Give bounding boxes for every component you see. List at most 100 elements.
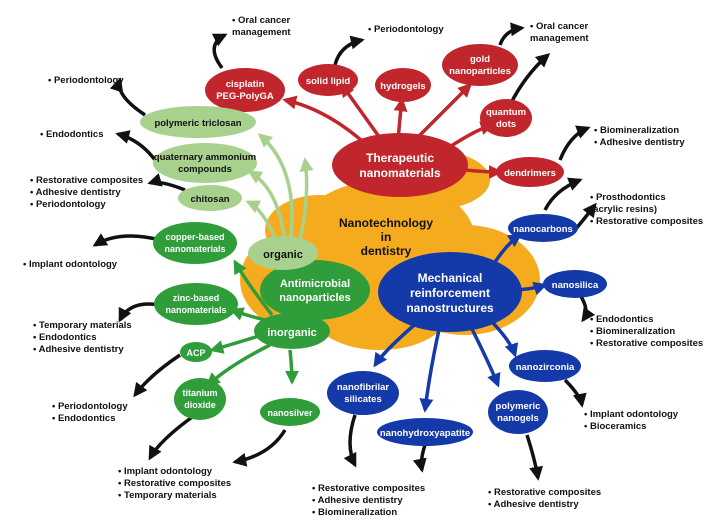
center-title-line-3: dentistry xyxy=(361,244,412,258)
node-acp: ACP xyxy=(180,342,212,362)
app-copper: • Implant odontology xyxy=(23,259,118,270)
node-zinc-based: zinc-based nanomaterials xyxy=(154,283,238,325)
node-nanozirconia: nanozirconia xyxy=(509,350,581,382)
app-cisplatin-line-1: • Oral cancer xyxy=(232,15,291,26)
node-nanohydroxyapatite: nanohydroxyapatite xyxy=(377,418,473,446)
app-nanozirconia-line-1: • Implant odontology xyxy=(584,409,679,420)
node-nanocarbons-label: nanocarbons xyxy=(513,224,573,235)
app-nanosilica-line-2: • Biomineralization xyxy=(590,326,675,337)
node-titanium-line-2: dioxide xyxy=(184,400,216,410)
node-acp-label: ACP xyxy=(186,348,205,358)
node-polymeric-nanogels: polymeric nanogels xyxy=(488,390,548,434)
node-quantum-dots-line-2: dots xyxy=(496,119,516,130)
node-nanohydroxyapatite-label: nanohydroxyapatite xyxy=(380,428,470,439)
hub-antimicrobial-line-1: Antimicrobial xyxy=(280,278,350,290)
app-nanofibrilar-line-3: • Biomineralization xyxy=(312,507,397,518)
node-quaternary-line-2: compounds xyxy=(178,164,232,175)
node-polymeric-triclosan-label: polymeric triclosan xyxy=(154,118,241,129)
app-titanium: • Implant odontology • Restorative compo… xyxy=(118,466,231,501)
app-polymeric-nanogels: • Restorative composites • Adhesive dent… xyxy=(488,487,601,510)
app-cisplatin-line-2: management xyxy=(232,27,291,38)
app-titanium-line-3: • Temporary materials xyxy=(118,490,217,501)
app-zinc-line-1: • Temporary materials xyxy=(33,320,132,331)
node-chitosan-label: chitosan xyxy=(190,194,229,205)
node-hydrogels-label: hydrogels xyxy=(380,81,425,92)
app-solid-lipid: • Periodontology xyxy=(368,24,444,35)
hub-antimicrobial-line-2: nanoparticles xyxy=(279,292,351,304)
app-solid-lipid-line-1: • Periodontology xyxy=(368,24,444,35)
app-polymeric-nanogels-line-2: • Adhesive dentistry xyxy=(488,499,579,510)
app-zinc-line-3: • Adhesive dentistry xyxy=(33,344,124,355)
node-chitosan: chitosan xyxy=(178,185,242,211)
app-quaternary: • Endodontics xyxy=(40,129,104,140)
hub-antimicrobial: Antimicrobial nanoparticles xyxy=(260,260,370,320)
app-gold: • Oral cancer management xyxy=(530,21,589,44)
node-quaternary-line-1: quaternary ammonium xyxy=(154,152,256,163)
hub-therapeutic-line-2: nanomaterials xyxy=(359,166,441,180)
node-titanium-dioxide: titanium dioxide xyxy=(174,378,226,420)
app-polymeric-nanogels-line-1: • Restorative composites xyxy=(488,487,601,498)
node-hydrogels: hydrogels xyxy=(375,68,431,102)
app-dendrimers-line-1: • Biomineralization xyxy=(594,125,679,136)
app-triclosan: • Periodontology xyxy=(48,75,124,86)
application-arrows xyxy=(92,22,597,481)
app-nanosilica: • Endodontics • Biomineralization • Rest… xyxy=(590,314,703,349)
center-title-line-1: Nanotechnology xyxy=(339,216,433,230)
node-quaternary-ammonium: quaternary ammonium compounds xyxy=(153,143,257,183)
node-nanofibrilar-line-2: silicates xyxy=(344,394,382,405)
center-title-line-2: in xyxy=(381,230,392,244)
node-gold-line-2: nanoparticles xyxy=(449,66,511,77)
node-copper-based: copper-based nanomaterials xyxy=(153,222,237,264)
hub-mechanical-line-3: nanostructures xyxy=(406,301,494,315)
node-nanofibrilar-line-1: nanofibrilar xyxy=(337,382,390,393)
node-nanosilica: nanosilica xyxy=(543,270,607,298)
hub-therapeutic: Therapeutic nanomaterials xyxy=(332,133,468,197)
node-cisplatin: cisplatin PEG-PolyGA xyxy=(205,68,285,112)
node-polymeric-triclosan: polymeric triclosan xyxy=(140,106,256,138)
node-zinc-line-2: nanomaterials xyxy=(165,305,226,315)
app-triclosan-line-1: • Periodontology xyxy=(48,75,124,86)
hub-mechanical-line-2: reinforcement xyxy=(410,286,490,300)
app-nanofibrilar-line-1: • Restorative composites xyxy=(312,483,425,494)
app-nanosilica-line-1: • Endodontics xyxy=(590,314,654,325)
node-dendrimers: dendrimers xyxy=(496,157,564,187)
app-nanozirconia-line-2: • Bioceramics xyxy=(584,421,646,432)
app-nanocarbons-line-1: • Prosthodontics xyxy=(590,192,666,203)
app-acp: • Periodontology • Endodontics xyxy=(52,401,128,424)
hub-mechanical-line-1: Mechanical xyxy=(418,271,483,285)
hub-therapeutic-line-1: Therapeutic xyxy=(366,151,434,165)
app-dendrimers: • Biomineralization • Adhesive dentistry xyxy=(594,125,685,148)
app-nanofibrilar: • Restorative composites • Adhesive dent… xyxy=(312,483,425,518)
app-titanium-line-2: • Restorative composites xyxy=(118,478,231,489)
app-chitosan-line-2: • Adhesive dentistry xyxy=(30,187,121,198)
node-cisplatin-line-1: cisplatin xyxy=(226,79,265,90)
app-nanocarbons-line-3: • Restorative composites xyxy=(590,216,703,227)
app-dendrimers-line-2: • Adhesive dentistry xyxy=(594,137,685,148)
node-nanozirconia-label: nanozirconia xyxy=(516,362,575,373)
app-nanocarbons-line-2: (acrylic resins) xyxy=(590,204,657,215)
node-quantum-dots-line-1: quantum xyxy=(486,107,526,118)
node-zinc-line-1: zinc-based xyxy=(173,293,220,303)
hub-organic-label: organic xyxy=(263,249,303,261)
app-acp-line-2: • Endodontics xyxy=(52,413,116,424)
app-nanocarbons: • Prosthodontics (acrylic resins) • Rest… xyxy=(590,192,703,227)
app-nanofibrilar-line-2: • Adhesive dentistry xyxy=(312,495,403,506)
node-nanosilver: nanosilver xyxy=(260,398,320,426)
node-dendrimers-label: dendrimers xyxy=(504,168,556,179)
hub-inorganic: inorganic xyxy=(254,313,330,349)
node-quantum-dots: quantum dots xyxy=(480,99,532,137)
node-copper-line-2: nanomaterials xyxy=(164,244,225,254)
app-acp-line-1: • Periodontology xyxy=(52,401,128,412)
node-nanofibrilar-silicates: nanofibrilar silicates xyxy=(327,371,399,415)
node-copper-line-1: copper-based xyxy=(165,232,224,242)
app-gold-line-1: • Oral cancer xyxy=(530,21,589,32)
hub-inorganic-label: inorganic xyxy=(267,327,317,339)
app-quaternary-line-1: • Endodontics xyxy=(40,129,104,140)
node-polymeric-nanogels-line-1: polymeric xyxy=(496,401,541,412)
node-gold-line-1: gold xyxy=(470,54,490,65)
app-zinc-line-2: • Endodontics xyxy=(33,332,97,343)
node-solid-lipid: solid lipid xyxy=(298,64,358,96)
app-cisplatin: • Oral cancer management xyxy=(232,15,291,38)
node-polymeric-nanogels-line-2: nanogels xyxy=(497,413,539,424)
